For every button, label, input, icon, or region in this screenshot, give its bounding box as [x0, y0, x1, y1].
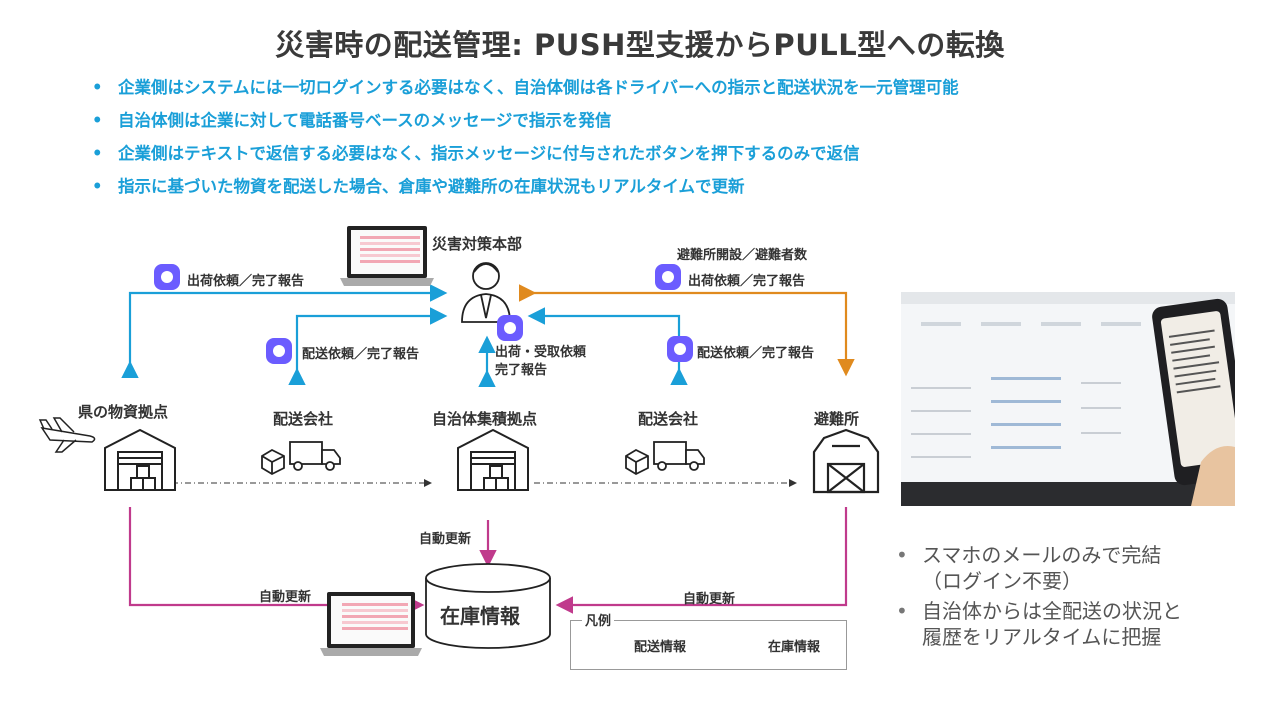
ship-report-left-label: 出荷依頼／完了報告 — [187, 274, 305, 289]
airplane-icon — [38, 417, 96, 453]
right-bullet-line: スマホのメールのみで完結 — [922, 543, 1162, 567]
legend-delivery-label: 配送情報 — [634, 640, 687, 655]
legend — [570, 620, 847, 670]
courier-label-2: 配送会社 — [638, 410, 699, 428]
warehouse-icon-center — [457, 428, 529, 491]
bullet-item: 指示に基づいた物資を配送した場合、倉庫や避難所の在庫状況もリアルタイムで更新 — [90, 175, 1190, 208]
pref-base-label: 県の物資拠点 — [78, 403, 169, 421]
legend-inventory-label: 在庫情報 — [768, 640, 821, 655]
laptop-icon-bottom — [320, 592, 422, 656]
bullet-list: 企業側はシステムには一切ログインする必要はなく、自治体側は各ドライバーへの指示と… — [90, 76, 1190, 208]
inventory-label: 在庫情報 — [440, 604, 520, 628]
courier-label-1: 配送会社 — [273, 410, 334, 428]
right-bullet-line: 履歴をリアルタイムに把握 — [922, 625, 1162, 649]
bullet-item: 企業側はシステムには一切ログインする必要はなく、自治体側は各ドライバーへの指示と… — [90, 76, 1190, 109]
delivery-right-label: 配送依頼／完了報告 — [697, 346, 815, 361]
truck-icon-right — [625, 441, 705, 476]
right-bullet-list: スマホのメールのみで完結 （ログイン不要） 自治体からは全配送の状況と 履歴をリ… — [890, 542, 1182, 654]
right-bullet-line: 自治体からは全配送の状況と — [922, 599, 1182, 623]
muni-base-label: 自治体集積拠点 — [432, 410, 538, 428]
auto-update-top: 自動更新 — [419, 532, 472, 547]
truck-icon-left — [261, 441, 341, 476]
shelter-label: 避難所 — [814, 410, 860, 428]
person-icon — [461, 262, 511, 323]
bullet-item: 企業側はテキストで返信する必要はなく、指示メッセージに付与されたボタンを押下する… — [90, 142, 1190, 175]
shelter-arrow — [518, 284, 855, 377]
shelter-note-label: 避難所開設／避難者数 — [677, 248, 808, 263]
barn-icon — [812, 428, 880, 494]
database-icon — [425, 563, 551, 649]
legend-title: 凡例 — [582, 610, 615, 629]
pickup-label-1: 出荷・受取依頼 — [495, 345, 587, 360]
auto-update-right: 自動更新 — [683, 592, 736, 607]
warehouse-icon-left — [104, 428, 176, 491]
auto-update-left: 自動更新 — [259, 590, 312, 605]
hq-label: 災害対策本部 — [432, 235, 523, 253]
delivery-left-label: 配送依頼／完了報告 — [302, 347, 420, 362]
right-bullet-item: 自治体からは全配送の状況と 履歴をリアルタイムに把握 — [890, 598, 1182, 650]
page-title: 災害時の配送管理: PUSH型支援からPULL型への転換 — [275, 28, 1005, 62]
ship-report-right-label: 出荷依頼／完了報告 — [688, 274, 806, 289]
right-bullet-item: スマホのメールのみで完結 （ログイン不要） — [890, 542, 1182, 594]
laptop-icon-top — [340, 226, 434, 286]
right-bullet-line: （ログイン不要） — [922, 569, 1082, 593]
photo-dashboard-phone — [901, 292, 1235, 506]
pickup-label-2: 完了報告 — [495, 363, 548, 378]
bullet-item: 自治体側は企業に対して電話番号ベースのメッセージで指示を発信 — [90, 109, 1190, 142]
chat-icons — [154, 264, 693, 364]
